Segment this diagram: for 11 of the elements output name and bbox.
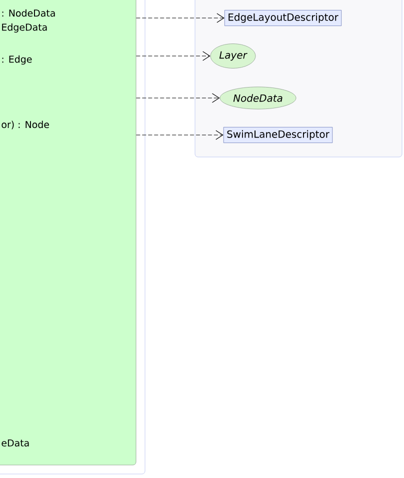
member-text: : NodeData: [2, 9, 55, 17]
member-text: EdgeData: [2, 23, 47, 33]
dependency-arrow: [136, 51, 210, 61]
member-text: : Edge: [2, 55, 32, 65]
member-text: eData: [2, 439, 29, 447]
dependency-arrow: [136, 93, 220, 103]
class-box: EdgeLayoutDescriptor: [224, 10, 342, 26]
member-text: or) : Node: [2, 120, 49, 130]
dependency-arrow: [136, 130, 224, 140]
class-box: SwimLaneDescriptor: [223, 127, 333, 143]
dependency-arrow: [136, 13, 224, 23]
